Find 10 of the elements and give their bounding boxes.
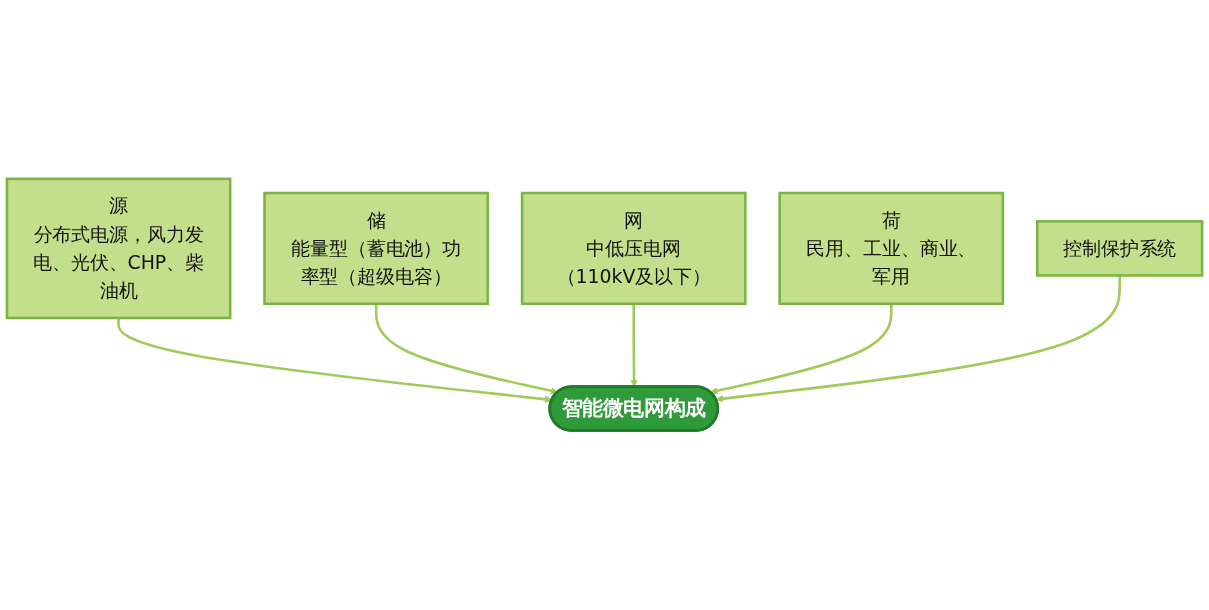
- node-box: 网 中低压电网（110kV及以下）: [520, 192, 747, 306]
- node-box: 源 分布式电源，风力发电、光伏、CHP、柴油机: [5, 177, 232, 320]
- node-box: 控制保护系统: [1035, 220, 1204, 278]
- node-box: 荷 民用、工业、商业、军用: [778, 192, 1005, 306]
- arrow: [374, 304, 559, 395]
- arrow: [117, 318, 553, 404]
- node-box: 储 能量型（蓄电池）功率型（超级电容）: [263, 192, 490, 306]
- arrow: [710, 304, 893, 395]
- arrow: [630, 304, 638, 388]
- arrow: [715, 275, 1121, 403]
